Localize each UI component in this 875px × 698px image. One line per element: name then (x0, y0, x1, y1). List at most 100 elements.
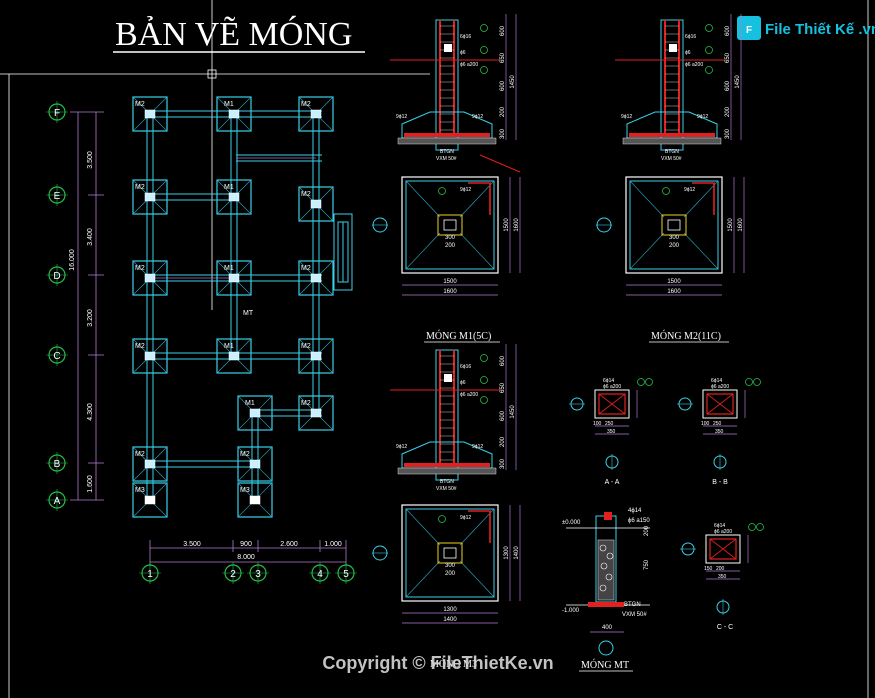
footing-m2c: M2 (132, 179, 168, 215)
svg-text:6ϕ14: 6ϕ14 (711, 378, 722, 384)
footing-tag: M2 (135, 184, 145, 191)
svg-text:300: 300 (725, 128, 731, 139)
svg-text:6ϕ16: 6ϕ16 (685, 34, 696, 40)
svg-text:200: 200 (716, 566, 725, 572)
axis-e-bubble: E (46, 184, 68, 206)
svg-text:9ϕ12: 9ϕ12 (621, 114, 632, 120)
svg-text:ϕ6 a150: ϕ6 a150 (628, 518, 650, 524)
svg-text:300: 300 (669, 235, 680, 241)
svg-text:750: 750 (644, 559, 650, 570)
logo-text: File Thiết Kế .vn (765, 21, 875, 38)
svg-text:ϕ6: ϕ6 (460, 380, 466, 386)
svg-text:C - C: C - C (717, 624, 733, 631)
svg-text:4ϕ14: 4ϕ14 (628, 508, 642, 514)
svg-text:250: 250 (605, 421, 614, 427)
svg-text:B - B: B - B (712, 479, 728, 486)
svg-text:200: 200 (644, 525, 650, 536)
left-dimension-chain (70, 111, 104, 501)
axis-4-bubble: 4 (309, 562, 331, 584)
footing-tag: M3 (240, 487, 250, 494)
svg-text:650: 650 (500, 382, 506, 393)
svg-text:1500: 1500 (728, 218, 734, 232)
svg-text:650: 650 (500, 52, 506, 63)
svg-text:150: 150 (704, 566, 713, 572)
svg-text:4.300: 4.300 (87, 403, 94, 421)
axis-5-bubble: 5 (335, 562, 357, 584)
footing-m2f: M2 (298, 260, 334, 296)
svg-text:3.500: 3.500 (87, 151, 94, 169)
axis-a-bubble: A (46, 489, 68, 511)
svg-text:3.500: 3.500 (183, 541, 201, 548)
stair-footing (333, 213, 353, 291)
svg-text:ϕ6 a200: ϕ6 a200 (460, 392, 478, 398)
footing-tag: M2 (301, 400, 311, 407)
svg-text:200: 200 (445, 571, 456, 577)
m3-title: MÓNG M3 (430, 658, 477, 670)
footing-tag: M1 (245, 400, 255, 407)
brand-logo: F File Thiết Kế .vn (737, 16, 875, 40)
mt-label: MT (243, 310, 254, 317)
footing-m3: M3 (132, 482, 168, 518)
foundation-plan: 3.500 3.400 3.200 4.300 1.600 16.000 ABC… (46, 96, 357, 584)
svg-text:1.000: 1.000 (324, 541, 342, 548)
svg-text:9ϕ12: 9ϕ12 (472, 444, 483, 450)
svg-text:1600: 1600 (667, 289, 681, 295)
axis-2-bubble-label: 2 (230, 569, 236, 580)
svg-text:200: 200 (669, 243, 680, 249)
bottom-dimension-text: 3.500 900 2.600 1.000 8.000 (183, 541, 342, 561)
foundation-beams (146, 110, 322, 500)
bottom-dimension-chain (149, 540, 347, 566)
svg-text:6ϕ16: 6ϕ16 (460, 34, 471, 40)
footing-tag: M3 (135, 487, 145, 494)
svg-text:300: 300 (500, 458, 506, 469)
svg-text:350: 350 (718, 574, 727, 580)
svg-text:ϕ6: ϕ6 (460, 50, 466, 56)
svg-text:650: 650 (725, 52, 731, 63)
axis-f-bubble: F (46, 101, 68, 123)
svg-text:200: 200 (725, 106, 731, 117)
svg-text:VXM 50#: VXM 50# (436, 156, 457, 162)
svg-text:200: 200 (500, 436, 506, 447)
svg-text:2.600: 2.600 (280, 541, 298, 548)
svg-text:1450: 1450 (510, 75, 516, 89)
footing-tag: M1 (224, 265, 234, 272)
axis-3-bubble-label: 3 (255, 569, 261, 580)
page-title: BẢN VẼ MÓNG (115, 15, 352, 53)
svg-text:BTGN: BTGN (665, 149, 679, 155)
footing-m2e: M2 (132, 260, 168, 296)
axis-e-bubble-label: E (54, 191, 61, 202)
svg-text:6ϕ16: 6ϕ16 (460, 364, 471, 370)
svg-text:1400: 1400 (514, 546, 520, 560)
svg-text:±0.000: ±0.000 (562, 520, 581, 526)
svg-text:1500: 1500 (667, 279, 681, 285)
footing-m3b: M3 (237, 482, 273, 518)
svg-text:900: 900 (240, 541, 252, 548)
footing-tag: M1 (224, 343, 234, 350)
footing-tag: M2 (135, 265, 145, 272)
svg-text:16.000: 16.000 (69, 249, 76, 271)
svg-text:1600: 1600 (514, 218, 520, 232)
copyright-watermark: Copyright © FileThietKe.vn (322, 653, 553, 673)
axis-2-bubble: 2 (222, 562, 244, 584)
m1-title: MÓNG M1(5C) (426, 330, 491, 342)
axis-b-bubble: B (46, 452, 68, 474)
svg-text:BTGN: BTGN (440, 149, 454, 155)
svg-text:-1.000: -1.000 (562, 608, 580, 614)
svg-text:200: 200 (500, 106, 506, 117)
footing-m2k: M2 (237, 446, 273, 482)
footing-m1e: M1 (237, 395, 273, 431)
footing-m1b: M1 (216, 179, 252, 215)
svg-text:9ϕ12: 9ϕ12 (460, 187, 471, 193)
svg-text:400: 400 (602, 625, 613, 631)
